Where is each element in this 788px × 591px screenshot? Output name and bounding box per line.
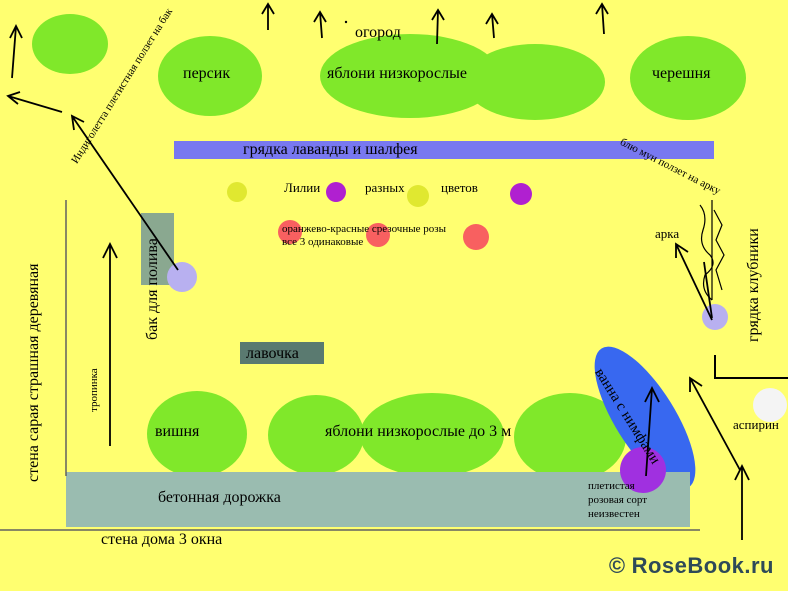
- label-peach: персик: [183, 65, 231, 82]
- lily-yellow-1: [227, 182, 247, 202]
- bench: [240, 342, 324, 364]
- tree-apple-top: [320, 34, 500, 118]
- arrow-3: [431, 8, 445, 45]
- lavender-bed-bar: [174, 141, 714, 159]
- rose-red-3: [463, 224, 489, 250]
- arrow-14: [703, 261, 713, 319]
- tree-cherry: [147, 391, 247, 477]
- label-climbing-rose-1: плетистая: [588, 480, 635, 492]
- rose-red-1: [278, 220, 302, 244]
- label-aspirin: аспирин: [733, 417, 779, 432]
- right-fence: [714, 355, 788, 379]
- label-garden: огород: [355, 24, 401, 41]
- arch-sketch: [699, 200, 725, 301]
- label-concrete-path: бетонная дорожка: [158, 489, 281, 506]
- bath-nymphs: [594, 346, 696, 490]
- label-apple-low-bottom: яблони низкорослые до 3 м: [325, 423, 512, 440]
- arrow-2: [313, 10, 327, 39]
- tree-sweet-cherry: [630, 36, 746, 120]
- arrow-10: [644, 385, 660, 477]
- tree-peach: [158, 36, 262, 116]
- label-roses-line2: все 3 одинаковые: [282, 236, 364, 248]
- arrow-1: [261, 2, 275, 30]
- climbing-rose: [620, 447, 666, 493]
- label-water-tank: бак для полива: [144, 238, 161, 340]
- label-sweet-cherry: черешня: [652, 65, 711, 82]
- label-climbing-rose-2: розовая сорт: [588, 494, 648, 506]
- arrow-9: [102, 241, 118, 446]
- tree-apple-bottom-3: [514, 393, 626, 481]
- arrow-11: [689, 376, 741, 471]
- label-arch: арка: [655, 226, 680, 241]
- arrows: [6, 2, 750, 540]
- label-lilies: Лилии: [284, 180, 321, 195]
- label-lavender-bed: грядка лаванды и шалфея: [243, 141, 418, 158]
- label-cherry: вишня: [155, 423, 200, 440]
- indigoletta-rose: [167, 262, 197, 292]
- watermark: ©RoseBook.ru: [609, 553, 774, 579]
- label-climbing-rose-3: неизвестен: [588, 508, 640, 520]
- arrow-13: [675, 242, 713, 321]
- label-shed-wall: стена сарая страшная деревяная: [25, 263, 42, 482]
- watermark-text: RoseBook.ru: [631, 553, 774, 578]
- lily-purple-2: [510, 183, 532, 205]
- arrow-5: [595, 2, 609, 35]
- label-bench: лавочка: [246, 345, 299, 362]
- label-colors: цветов: [441, 180, 478, 195]
- label-roses-line1: оранжево-красные срезочные розы: [282, 223, 446, 235]
- copyright-symbol: ©: [608, 553, 626, 578]
- label-path: тропинка: [88, 368, 100, 412]
- blue-moon-rose: [702, 304, 728, 330]
- label-various: разных: [365, 180, 405, 195]
- lily-yellow-2: [407, 185, 429, 207]
- arrow-12: [734, 463, 750, 540]
- tree-top-left: [32, 14, 108, 74]
- lily-purple-1: [326, 182, 346, 202]
- tree-apple-bottom-2: [360, 393, 504, 477]
- arrow-4: [485, 12, 499, 39]
- rose-red-2: [366, 223, 390, 247]
- label-house-wall: стена дома 3 окна: [101, 531, 223, 548]
- arrow-6: [9, 23, 23, 79]
- dot-mark: [344, 20, 348, 24]
- tree-apple-bottom-1: [268, 395, 364, 475]
- aspirin-rose: [753, 388, 787, 422]
- label-strawberry-bed: грядка клубники: [745, 228, 762, 342]
- label-apple-low-top: яблони низкорослые: [327, 65, 467, 82]
- arrow-7: [6, 91, 63, 113]
- arrow-8: [70, 114, 179, 271]
- concrete-path: [66, 472, 690, 527]
- tree-apple-top-2: [465, 44, 605, 120]
